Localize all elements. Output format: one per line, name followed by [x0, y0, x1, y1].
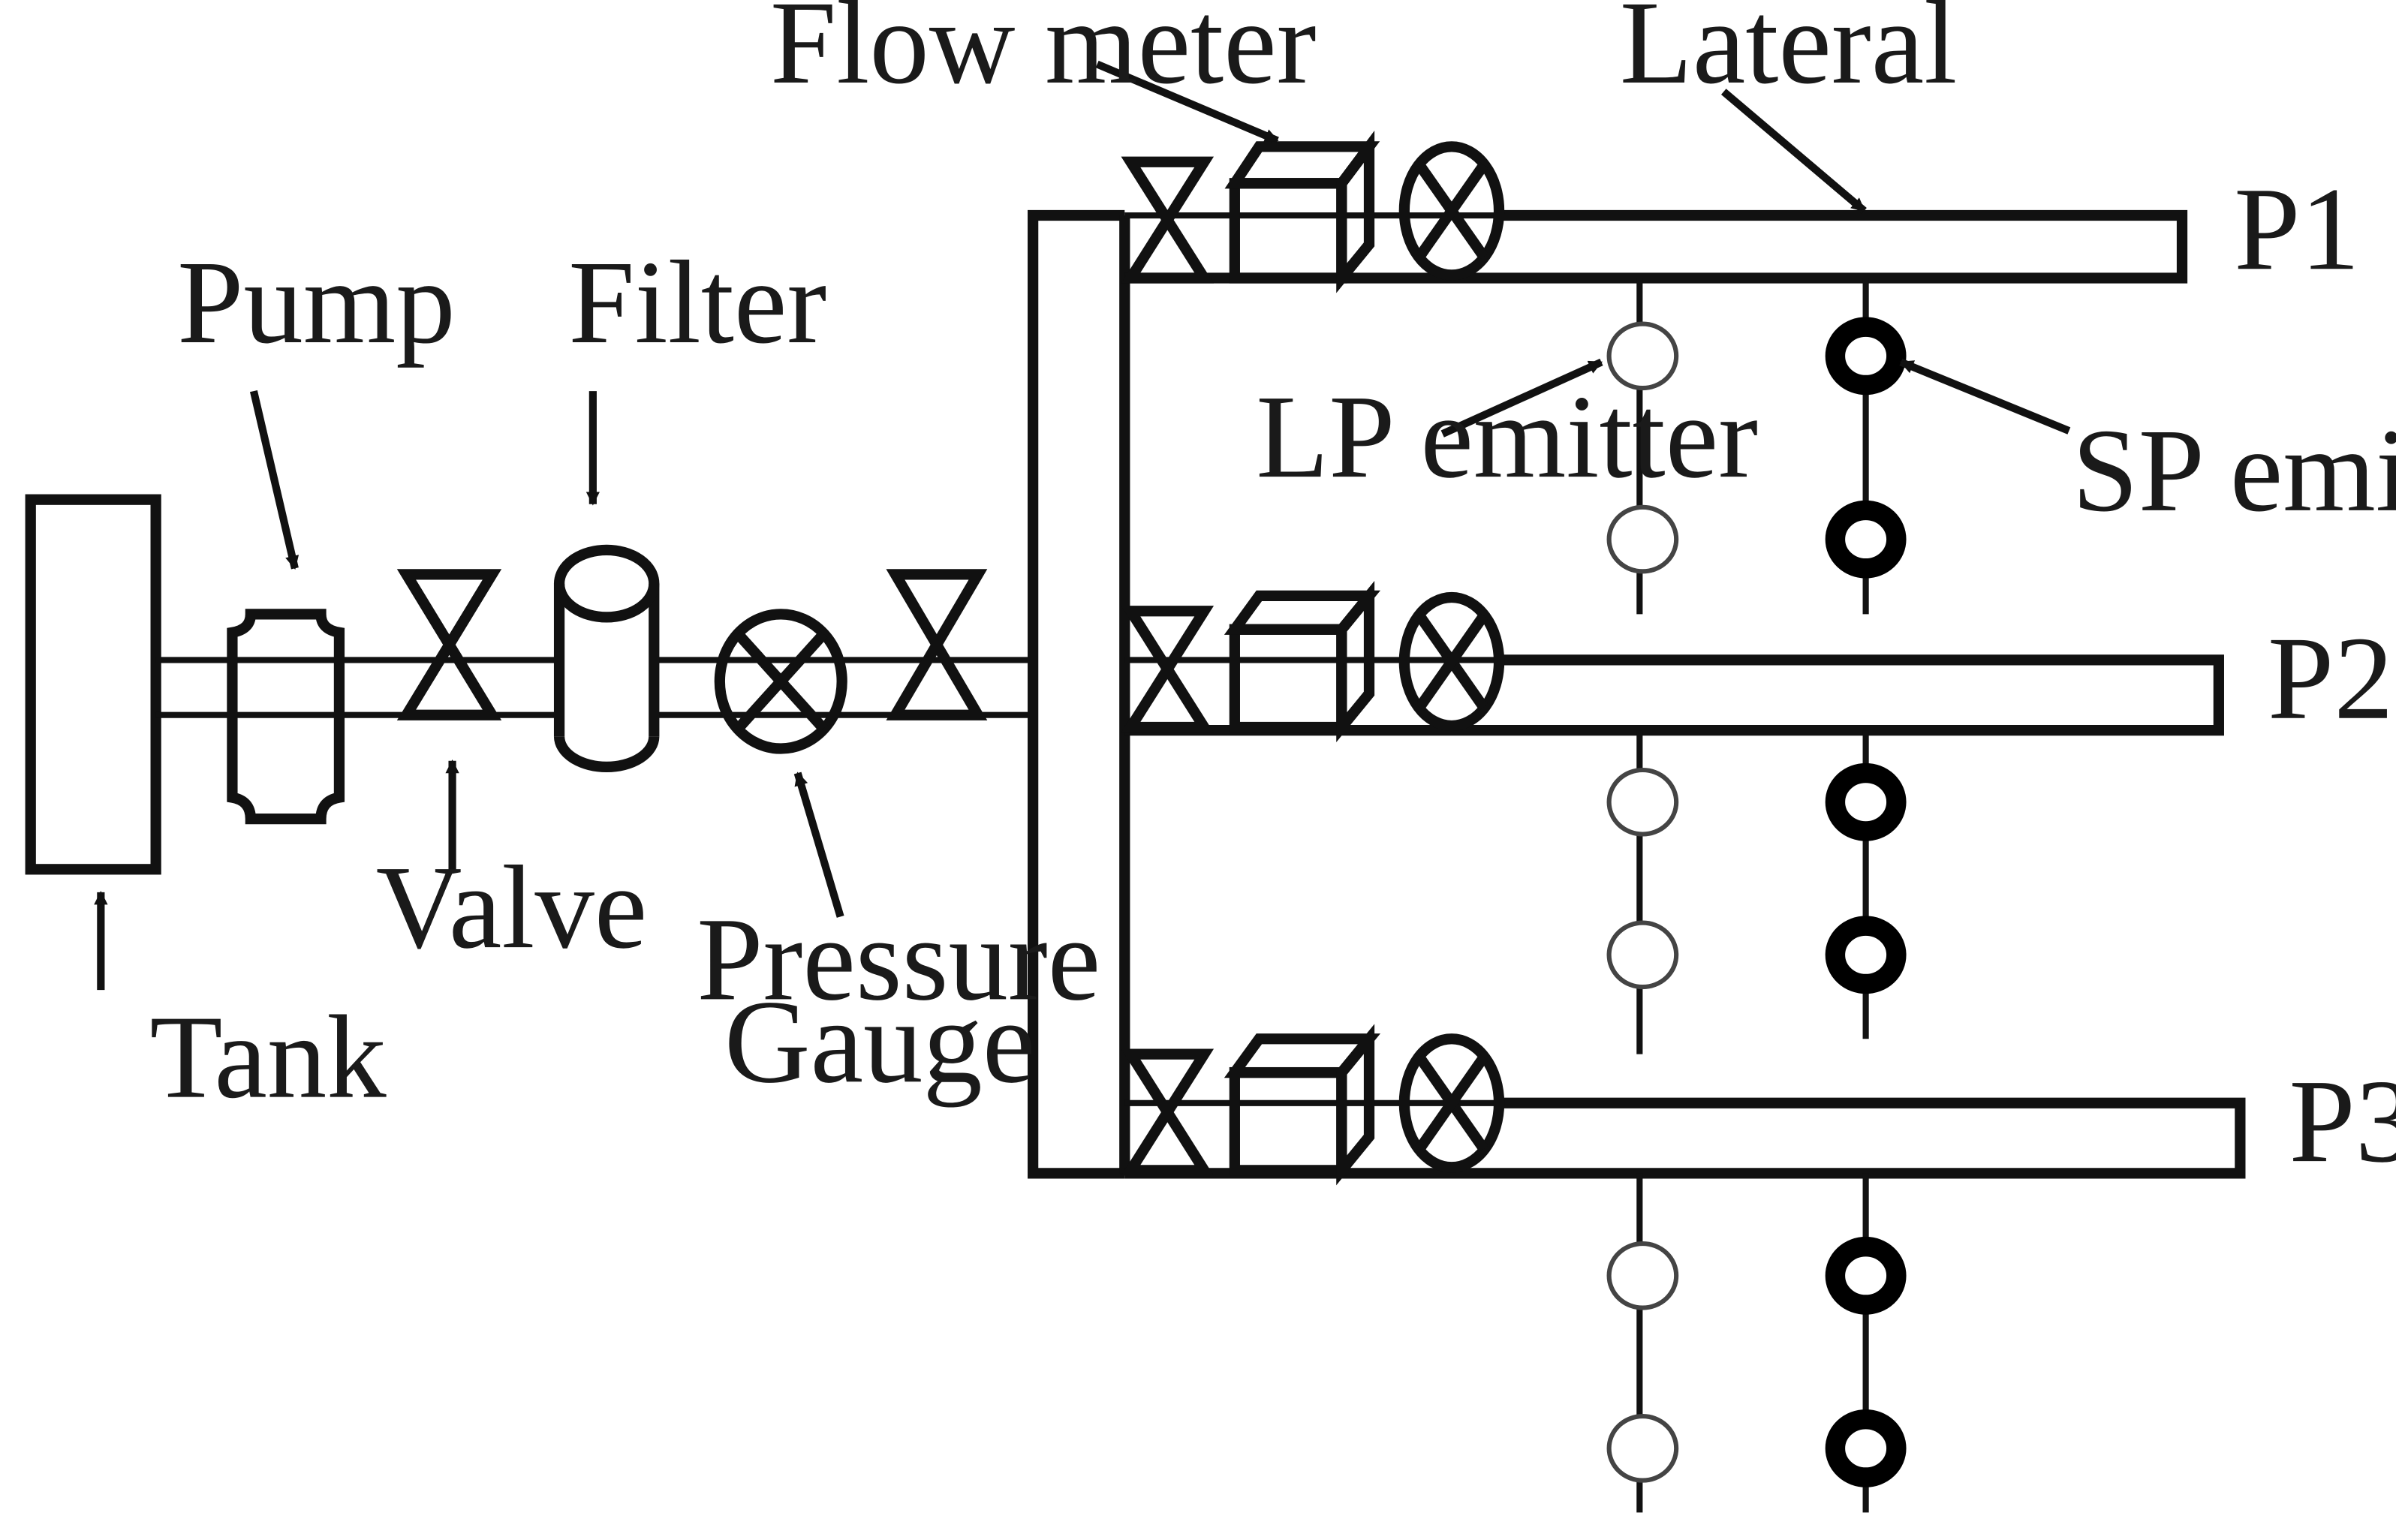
valve-label: Valve	[376, 842, 648, 973]
valve-2-shape	[886, 569, 988, 720]
lateral-p2	[1121, 580, 2224, 742]
lp-emitter-arrow	[1440, 358, 1603, 438]
sp-emitter	[1825, 1409, 1907, 1487]
lp-emitter	[1606, 920, 1679, 990]
lateral-p3	[1121, 1024, 2246, 1186]
p3-label: P3	[2289, 1056, 2396, 1187]
valve-1-shape	[396, 569, 502, 720]
sp-emitter	[1825, 500, 1907, 579]
gauge-label: Gauge	[724, 976, 1035, 1108]
manifold-header	[1028, 209, 1130, 1179]
sp-emitter-arrow	[1899, 358, 2071, 435]
pressure-label: Pressure	[697, 894, 1100, 1025]
sp-emitter-label: SP emitter	[2072, 405, 2396, 537]
sp-emitter	[1825, 317, 1907, 396]
sp-emitter	[1825, 762, 1907, 841]
tank-shape	[25, 494, 161, 875]
tank-label: Tank	[150, 992, 387, 1123]
p2-label: P2	[2268, 613, 2394, 744]
sp-emitter	[1825, 1236, 1907, 1315]
sp-emitter	[1825, 916, 1907, 994]
filter-label: Filter	[568, 237, 826, 368]
pump-arrow	[249, 390, 300, 570]
lp-emitter-label: LP emitter	[1256, 371, 1758, 503]
pressure-gauge-shape	[714, 609, 847, 754]
filter-shape	[553, 544, 660, 773]
label-arrows	[94, 60, 2071, 991]
pressure-gauge-arrow	[793, 772, 844, 918]
p1-label: P1	[2234, 164, 2360, 295]
lp-emitter	[1606, 1241, 1679, 1310]
sp-emitters	[1825, 317, 1907, 1487]
lateral-label: Lateral	[1620, 0, 1957, 109]
labels: Flow meter Lateral Pump Filter LP emitte…	[150, 0, 2396, 1187]
lp-emitters	[1606, 321, 1679, 1483]
flow-meter-arrow	[1095, 60, 1279, 144]
lateral-p1	[1121, 131, 2188, 293]
lp-emitter	[1606, 1414, 1679, 1483]
lateral-arrow	[1720, 89, 1867, 214]
lp-emitter	[1606, 321, 1679, 391]
pump-label: Pump	[177, 237, 456, 368]
flow-meter-label: Flow meter	[770, 0, 1317, 109]
pump-shape	[227, 609, 345, 825]
lp-emitter	[1606, 504, 1679, 574]
lp-emitter	[1606, 767, 1679, 837]
